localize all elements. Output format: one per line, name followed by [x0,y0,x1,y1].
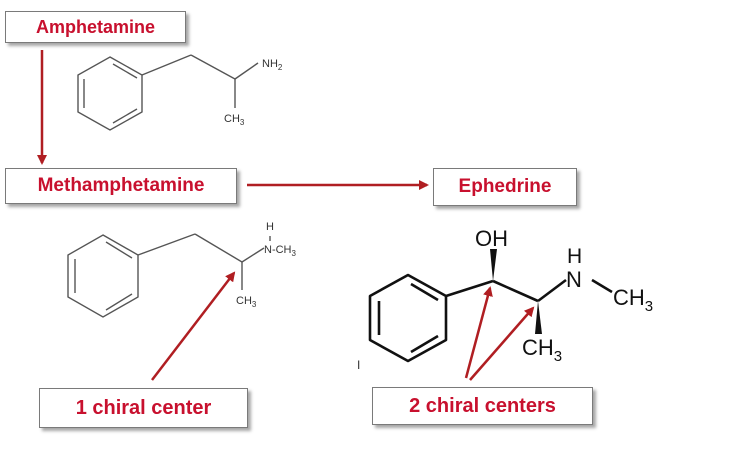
methamphetamine-chain-bond [137,233,196,256]
amphetamine-structure [77,54,259,131]
ephedrine-c1-c2-bond [492,279,539,303]
ephedrine-ch3-wedge-bond [535,301,542,334]
ephedrine-label: Ephedrine [433,168,577,206]
methamphetamine-structure [67,233,271,318]
amphetamine-benzene-ring [77,56,143,131]
methamphetamine-label: Methamphetamine [5,168,237,204]
ephedrine-oh-wedge-bond [490,249,497,281]
methamphetamine-ch3-label: CH3 [236,295,257,309]
amphetamine-chain-bond [190,54,236,80]
ephedrine-oh-label: OH [475,226,508,251]
arrows [37,50,535,381]
ephedrine-benzene-ring [368,273,448,363]
ephedrine-ring-inner-bond [410,282,439,302]
amphetamine-nh2-bond [234,62,259,80]
stray-mark: I [357,358,360,372]
methamphetamine-nh-bond [241,247,265,263]
ephedrine-n-label: N [566,267,582,292]
amphetamine-ring-inner-bond [112,63,138,79]
ephedrine-structure [368,273,613,363]
methamphetamine-nch3-label: N-CH3 [264,244,297,258]
amphetamine-ch3-label: CH3 [224,113,245,127]
methamphetamine-ring-inner-bond [105,241,133,259]
methamphetamine-chain-bond [194,233,243,263]
one-chiral-center-label: 1 chiral center [39,388,248,428]
ephedrine-ring-to-c1-bond [445,279,494,298]
amphetamine-nh2-label: NH2 [262,58,283,72]
arrow-one-chiral-to-methamphetamine [151,271,236,381]
ephedrine-nch3-label: CH3 [613,285,653,315]
amphetamine-chain-bond [141,54,192,76]
ephedrine-h-label: H [567,245,582,268]
ephedrine-c2-n-bond [537,278,567,303]
amphetamine-label: Amphetamine [5,11,186,43]
ephedrine-ring-inner-bond [410,334,439,354]
methamphetamine-benzene-ring [67,234,139,318]
ephedrine-n-ch3-bond [591,278,613,294]
arrow-two-chiral-to-c1 [464,286,493,379]
ephedrine-ch3-label: CH3 [522,335,562,365]
amphetamine-ring-inner-bond [112,108,138,124]
arrow-two-chiral-to-c2 [469,306,535,381]
methamphetamine-ring-inner-bond [105,293,133,311]
two-chiral-centers-label: 2 chiral centers [372,387,593,425]
methamphetamine-h-label: H [266,221,274,233]
